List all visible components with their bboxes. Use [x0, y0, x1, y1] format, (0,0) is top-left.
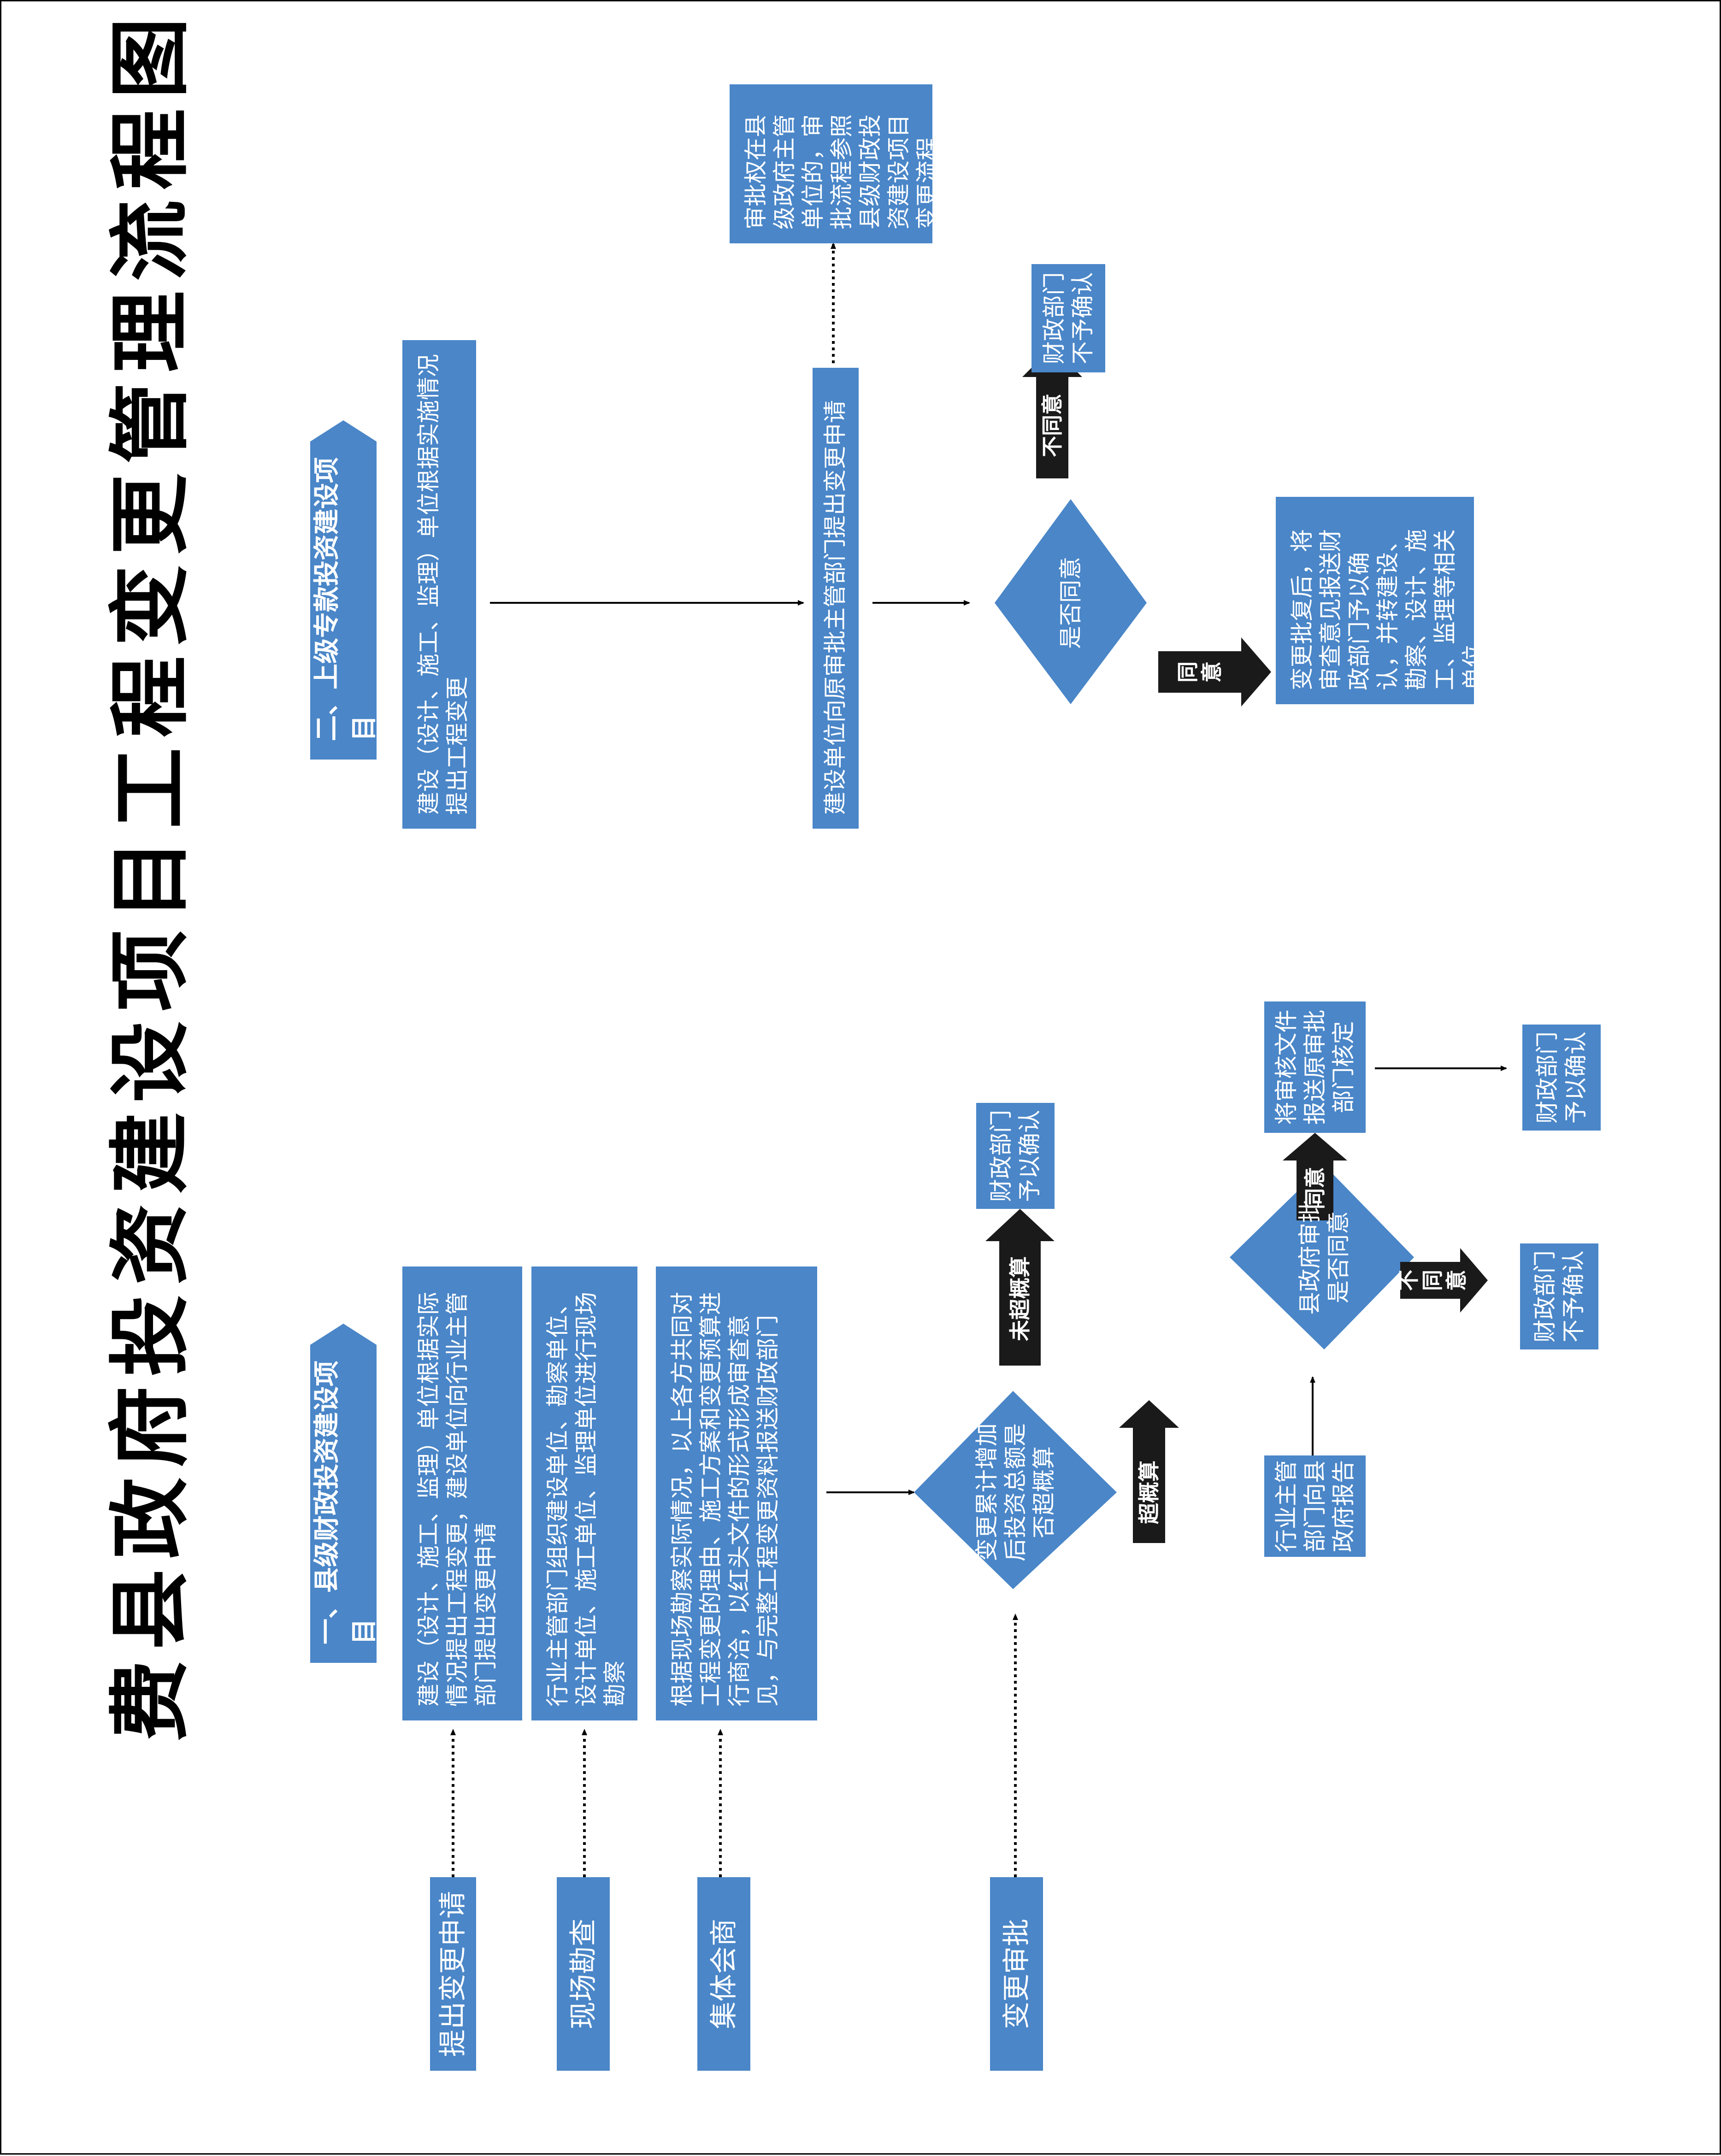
county-step3-box: 根据现场勘察实际情况，以上各方共同对工程变更的理由、施工方案和变更预算进行商洽，… [656, 1267, 817, 1720]
finance-confirm-1-box: 财政部门予以确认 [976, 1103, 1055, 1209]
upper-step2-text: 建设单位向原审批主管部门提出变更申请 [822, 400, 849, 815]
disagree-arrow [1400, 1248, 1488, 1313]
upper-decision-text: 是否同意 [1057, 557, 1084, 649]
report-text: 行业主管部门向县政府报告 [1273, 1460, 1357, 1552]
disagree-label: 不同意 [1396, 1270, 1469, 1291]
upper-decision-diamond [995, 499, 1147, 704]
upper-finance-reject-text: 财政部门不予确认 [1041, 272, 1096, 365]
over-label: 超概算 [1137, 1461, 1161, 1524]
upper-disagree-arrow [1022, 347, 1082, 478]
upper-disagree-label: 不同意 [1040, 394, 1065, 457]
upper-agree-label: 同意 [1175, 661, 1224, 683]
finance-confirm-2-box: 财政部门予以确认 [1522, 1025, 1601, 1131]
upper-authority-note-text: 审批权在县级政府主管单位的，审批流程参照县级财政投资建设项目变更流程 [743, 114, 941, 230]
page-title: 费县政府投资建设项目工程变更管理流程图 [103, 7, 198, 1741]
upper-finance-reject-box: 财政部门不予确认 [1031, 264, 1105, 372]
upper-section-heading-text: 二、上级专款投资建设项目 [312, 457, 379, 741]
finance-confirm-2-text: 财政部门予以确认 [1534, 1031, 1589, 1124]
over-arrow [1119, 1400, 1179, 1543]
stage-joint-consultation-label: 集体会商 [707, 1919, 740, 2029]
upper-authority-note: 审批权在县级政府主管单位的，审批流程参照县级财政投资建设项目变更流程 [730, 84, 941, 243]
stage-change-approval-label: 变更审批 [1000, 1919, 1033, 2029]
county-step1-text: 建设（设计、施工、监理）单位根据实际情况提出工程变更，建设单位向行业主管部门提出… [415, 1292, 499, 1707]
not-over-label: 未超概算 [1008, 1256, 1032, 1341]
stage-submit-request: 提出变更申请 [430, 1877, 476, 2071]
stage-site-survey: 现场勘查 [557, 1877, 610, 2071]
finance-confirm-1-text: 财政部门予以确认 [988, 1110, 1043, 1202]
agree-label: 同意 [1303, 1167, 1327, 1209]
decision1-text: 变更累计增加后投资总额是否超概算 [973, 1423, 1057, 1561]
upper-after-approval-box: 变更批复后，将审查意见报送财政部门予以确认，并转建设、勘察、设计、施工、监理等相… [1276, 497, 1487, 704]
stage-site-survey-label: 现场勘查 [567, 1919, 600, 2029]
stage-joint-consultation: 集体会商 [697, 1877, 750, 2071]
upper-agree-arrow [1158, 637, 1271, 707]
agree-arrow [1283, 1133, 1347, 1220]
decision2-diamond [1230, 1165, 1414, 1349]
upper-step1-text: 建设（设计、施工、监理）单位根据实施情况提出工程变更 [415, 354, 471, 815]
upper-after-approval-text: 变更批复后，将审查意见报送财政部门予以确认，并转建设、勘察、设计、施工、监理等相… [1289, 529, 1487, 690]
county-section-heading-text: 一、县级财政投资建设项目 [312, 1361, 379, 1644]
forward-text: 将审核文件报送原审批部门核定 [1273, 1009, 1357, 1125]
stage-change-approval: 变更审批 [990, 1877, 1043, 2071]
upper-step2-box: 建设单位向原审批主管部门提出变更申请 [813, 368, 859, 829]
upper-step1-box: 建设（设计、施工、监理）单位根据实施情况提出工程变更 [402, 340, 476, 829]
forward-box: 将审核文件报送原审批部门核定 [1264, 1001, 1366, 1133]
county-step1-box: 建设（设计、施工、监理）单位根据实际情况提出工程变更，建设单位向行业主管部门提出… [402, 1267, 522, 1720]
county-step3-text: 根据现场勘察实际情况，以上各方共同对工程变更的理由、施工方案和变更预算进行商洽，… [669, 1292, 781, 1707]
finance-reject-1-text: 财政部门不予确认 [1532, 1250, 1587, 1343]
county-section-heading: 一、县级财政投资建设项目 [310, 1345, 379, 1663]
decision1-diamond [914, 1391, 1117, 1589]
upper-section-heading: 二、上级专款投资建设项目 [310, 442, 379, 760]
stage-submit-request-label: 提出变更申请 [437, 1891, 469, 2057]
finance-reject-1-box: 财政部门不予确认 [1520, 1243, 1598, 1349]
report-box: 行业主管部门向县政府报告 [1264, 1455, 1366, 1557]
not-over-arrow [985, 1209, 1055, 1366]
county-step2-text: 行业主管部门组织建设单位、勘察单位、设计单位、施工单位、监理单位进行现场勘察 [544, 1292, 628, 1707]
county-step2-box: 行业主管部门组织建设单位、勘察单位、设计单位、施工单位、监理单位进行现场勘察 [531, 1267, 637, 1720]
